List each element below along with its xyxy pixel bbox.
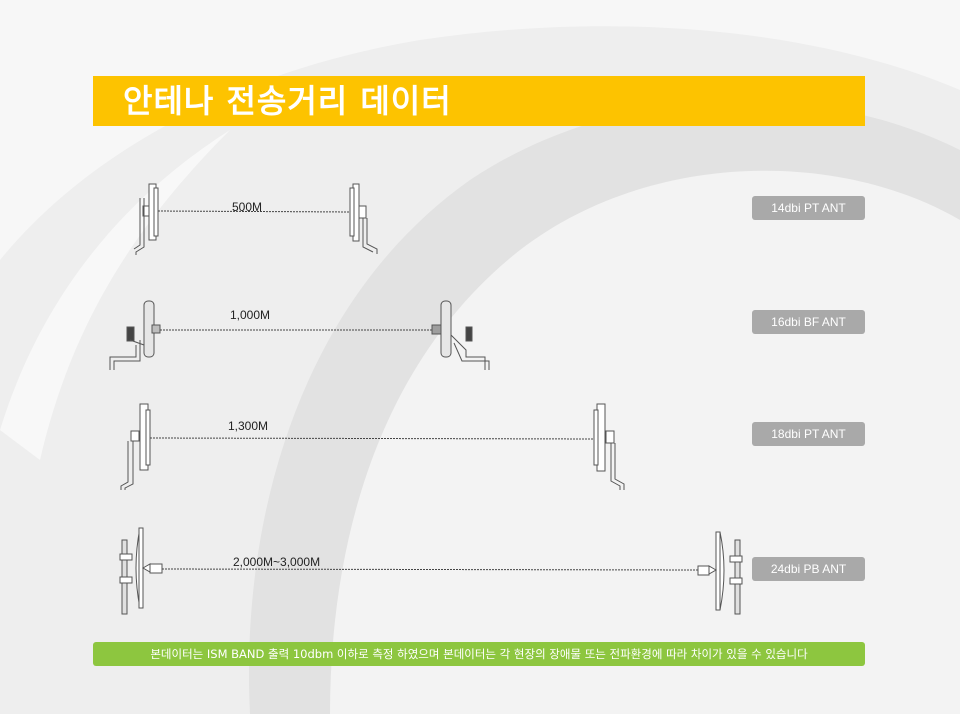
distance-label-row1: 500M bbox=[232, 200, 263, 214]
title-bar: 안테나 전송거리 데이터 bbox=[93, 76, 865, 126]
distance-label-row3: 1,300M bbox=[228, 419, 269, 433]
antenna-right-pb-24 bbox=[697, 531, 743, 615]
antenna-badge-14dbi: 14dbi PT ANT bbox=[752, 196, 865, 220]
antenna-badge-24dbi: 24dbi PB ANT bbox=[752, 557, 865, 581]
antenna-left-pt-18 bbox=[120, 403, 151, 490]
antenna-left-pb-24 bbox=[119, 527, 163, 615]
antenna-left-bf-16 bbox=[109, 300, 161, 370]
link-line-2000-3000 bbox=[161, 568, 699, 571]
distance-label-row2: 1,000M bbox=[230, 308, 271, 322]
antenna-right-pt-18 bbox=[593, 403, 625, 490]
antenna-badge-18dbi: 18dbi PT ANT bbox=[752, 422, 865, 446]
distance-label-row4: 2,000M~3,000M bbox=[233, 555, 321, 569]
antenna-right-pt-14 bbox=[349, 183, 378, 254]
footer-note: 본데이터는 ISM BAND 출력 10dbm 이하로 측정 하였으며 본데이터… bbox=[93, 642, 865, 666]
antenna-left-pt-14 bbox=[133, 183, 159, 255]
antenna-right-bf-16 bbox=[431, 300, 490, 370]
link-line-500 bbox=[157, 210, 351, 213]
page-title: 안테나 전송거리 데이터 bbox=[123, 82, 452, 120]
link-line-1300 bbox=[149, 437, 595, 440]
antenna-badge-16dbi: 16dbi BF ANT bbox=[752, 310, 865, 334]
